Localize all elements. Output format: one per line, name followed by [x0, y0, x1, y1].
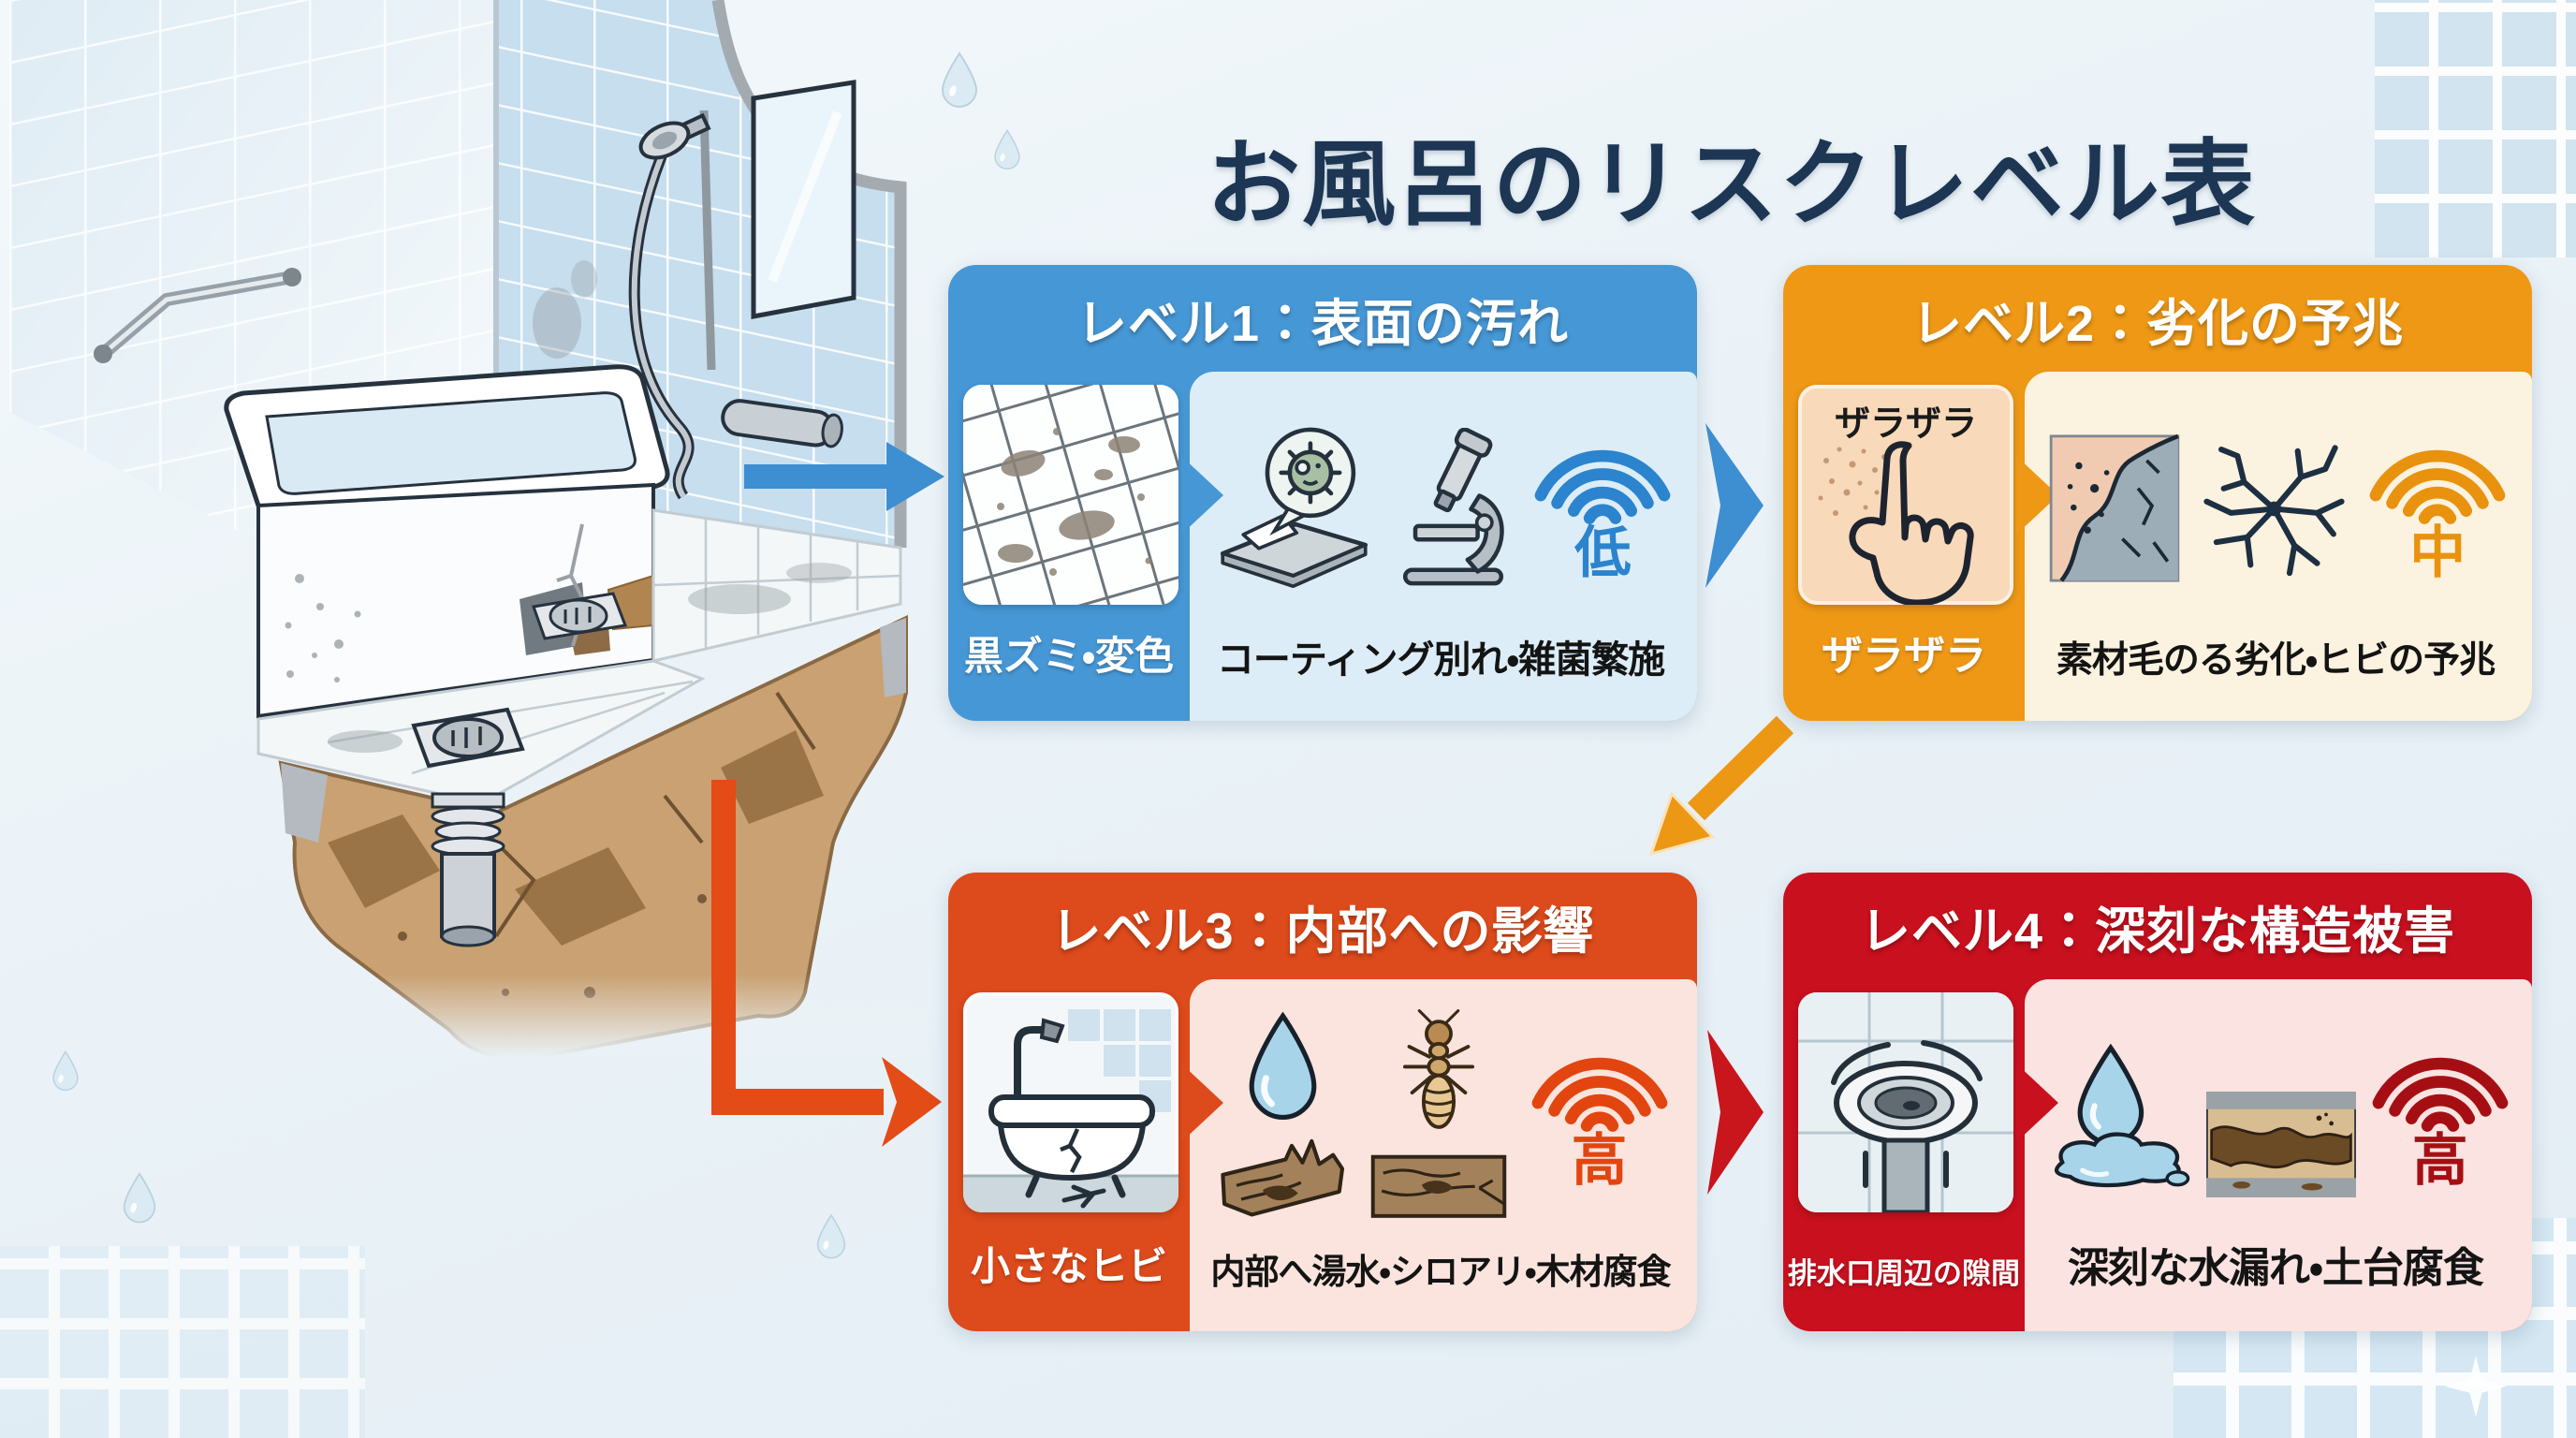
rough-touch-caption: ザラザラ [1834, 404, 1977, 444]
level2-symptom-label: ザラザラ [1822, 633, 1986, 679]
level2-panel: レベル2：劣化の予兆 ザラザラ [1783, 265, 2532, 721]
arrow-level3-to-level4 [1707, 1030, 1764, 1195]
level1-description: コーティング別れ・雑菌繁施 [1216, 639, 1665, 681]
level4-panel: レベル4：深刻な構造被害 [1783, 873, 2532, 1331]
level3-panel: レベル3：内部への影響 [948, 873, 1697, 1331]
foundation-rot-icon [2205, 1091, 2356, 1197]
water-drop-icon [1249, 1011, 1317, 1121]
risk-medium-label: 中 [2409, 521, 2466, 584]
level3-header-label: レベル3：内部への影響 [1050, 902, 1595, 960]
level1-content: 低 [1197, 379, 1690, 638]
water-drop-decor [936, 51, 983, 111]
background-tiles-top-right [2375, 0, 2576, 257]
level1-header: レベル1：表面の汚れ [948, 265, 1697, 372]
material-deterioration-icon [2049, 434, 2179, 582]
dirty-tile-floor-icon [963, 385, 1178, 605]
rough-touch-icon: ザラザラ [1798, 385, 2013, 605]
level3-header: レベル3：内部への影響 [948, 873, 1697, 979]
drain-gap-icon [1798, 992, 2013, 1212]
arrow-level1-to-level2 [1705, 423, 1764, 588]
cracked-bathtub-icon [963, 992, 1178, 1212]
level4-description: 深刻な水漏れ・土台腐食 [2068, 1245, 2484, 1291]
arrow-level2-to-level3 [1648, 715, 1794, 857]
risk-severe-signal-icon: 高 [2370, 1043, 2510, 1189]
water-drop-decor [118, 1172, 161, 1226]
level3-content: 高 [1197, 987, 1690, 1245]
level1-panel: レベル1：表面の汚れ [948, 265, 1697, 721]
risk-low-label: 低 [1574, 521, 1632, 584]
risk-low-signal-icon: 低 [1532, 435, 1673, 581]
termite-icon [1403, 1008, 1474, 1129]
page-title: お風呂のリスクレベル表 [1207, 132, 2257, 237]
sparkle-decor [2445, 1356, 2507, 1417]
level2-header-label: レベル2：劣化の予兆 [1910, 295, 2405, 352]
level3-description: 内部へ湯水・シロアリ・木材腐食 [1210, 1253, 1671, 1291]
background-tiles-bottom-left [0, 1246, 365, 1438]
risk-high-signal-icon: 高 [1530, 1043, 1670, 1189]
level1-symptom-label: 黒ズミ・変色 [963, 634, 1175, 678]
germ-coating-peel-icon [1220, 427, 1368, 588]
level4-header-label: レベル4：深刻な構造被害 [1859, 902, 2456, 960]
level1-header-label: レベル1：表面の汚れ [1076, 295, 1570, 352]
arrow-bathroom-to-level3 [711, 780, 942, 1147]
card-pointer-icon [2016, 1064, 2058, 1142]
level4-symptom-label: 排水口周辺の隙間 [1788, 1257, 2020, 1290]
crack-icon [2203, 444, 2345, 576]
water-drop-decor [812, 1213, 850, 1262]
risk-medium-signal-icon: 中 [2367, 435, 2508, 581]
risk-severe-label: 高 [2411, 1129, 2468, 1192]
level4-header: レベル4：深刻な構造被害 [1783, 873, 2532, 979]
level3-symptom-label: 小さなヒビ [970, 1244, 1167, 1288]
microscope-icon [1402, 428, 1504, 586]
rotten-plank-icon [1370, 1154, 1507, 1218]
risk-high-label: 高 [1571, 1129, 1628, 1192]
level2-header: レベル2：劣化の予兆 [1783, 265, 2532, 372]
bathroom-illustration [9, 0, 927, 1058]
card-pointer-icon [1181, 1064, 1223, 1142]
level4-content: 高 [2032, 987, 2525, 1245]
water-leak-icon [2055, 1043, 2190, 1188]
arrow-bathroom-to-level1 [744, 442, 944, 511]
level2-content: 中 [2032, 379, 2525, 638]
card-pointer-icon [1181, 456, 1223, 535]
rotten-wood-icon [1220, 1138, 1344, 1217]
level2-description: 素材毛のる劣化・ヒビの予兆 [2056, 640, 2496, 681]
